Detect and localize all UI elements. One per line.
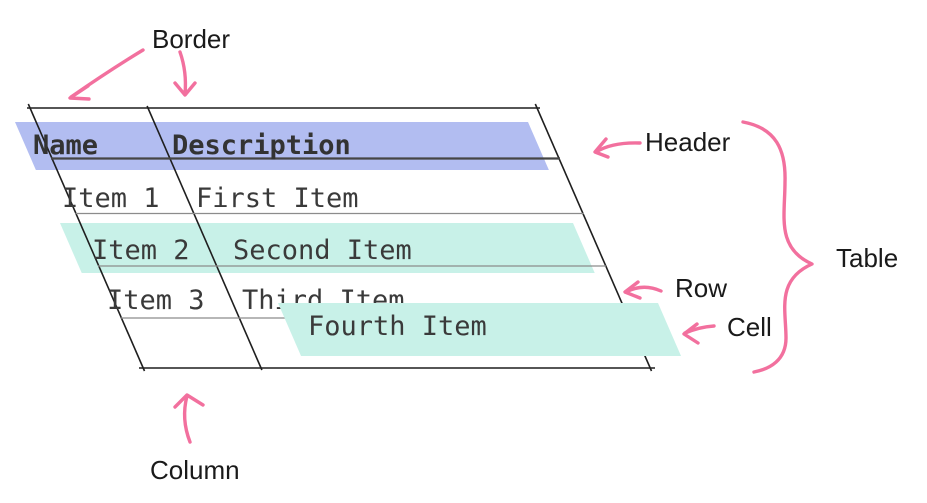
border-label: Border	[152, 24, 231, 54]
header-label: Header	[645, 127, 731, 157]
cell-row2-description: Second Item	[233, 235, 412, 266]
cell-label: Cell	[727, 312, 772, 342]
column-label: Column	[150, 455, 240, 485]
floating-cell-text: Fourth Item	[308, 311, 487, 342]
cell-row1-description: First Item	[196, 183, 359, 214]
border-arrow-straight	[173, 50, 197, 97]
cell-row3-name: Item 3	[107, 285, 205, 316]
row-label: Row	[675, 273, 728, 303]
border-arrow-curved	[68, 48, 145, 101]
column-arrow	[173, 393, 205, 444]
cell-row1-name: Item 1	[62, 183, 160, 214]
table-left-border	[27, 103, 146, 372]
cell-row2-name: Item 2	[92, 235, 190, 266]
cell-arrow	[682, 322, 716, 345]
row-arrow	[623, 280, 663, 300]
column-divider-line	[146, 105, 263, 371]
header-arrow	[593, 137, 642, 159]
header-cell-name: Name	[33, 130, 99, 161]
header-cell-description: Description	[172, 130, 351, 161]
table-label: Table	[836, 243, 899, 273]
table-brace	[741, 120, 814, 374]
